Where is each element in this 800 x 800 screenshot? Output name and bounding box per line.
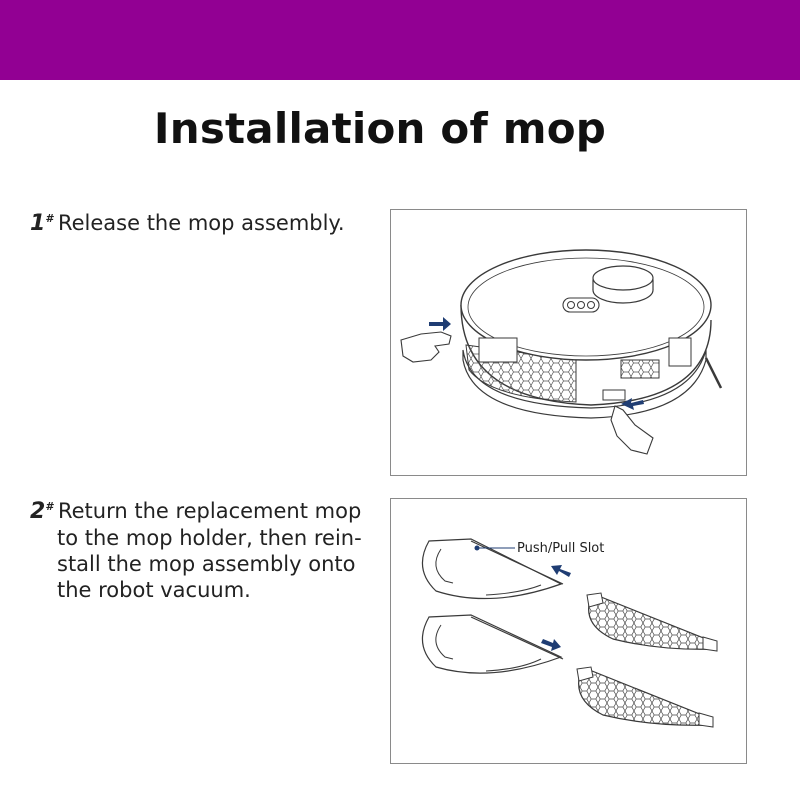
step-1-superscript: # bbox=[45, 212, 53, 225]
step-2-text: Return the replacement mop to the mop ho… bbox=[57, 499, 362, 602]
figure-install-mop: Push/Pull Slot bbox=[390, 498, 747, 764]
page-title: Installation of mop bbox=[153, 104, 607, 153]
step-1: 1# Release the mop assembly. bbox=[30, 206, 375, 237]
step-1-number: 1 bbox=[30, 211, 46, 236]
mop-assembly-illustration bbox=[421, 538, 718, 728]
arrow-icon bbox=[541, 639, 561, 651]
top-banner bbox=[0, 0, 800, 80]
step-1-text: Release the mop assembly. bbox=[57, 211, 345, 235]
arrow-icon bbox=[551, 565, 571, 577]
arrow-icon bbox=[621, 398, 644, 410]
step-2-number: 2 bbox=[30, 499, 46, 524]
step-2: 2# Return the replacement mop to the mop … bbox=[30, 494, 385, 603]
step-2-superscript: # bbox=[45, 500, 53, 513]
robot-vacuum-illustration bbox=[400, 249, 723, 455]
arrow-icon bbox=[429, 317, 451, 331]
push-pull-slot-label: Push/Pull Slot bbox=[517, 541, 605, 556]
figure-release-mop bbox=[390, 209, 747, 476]
